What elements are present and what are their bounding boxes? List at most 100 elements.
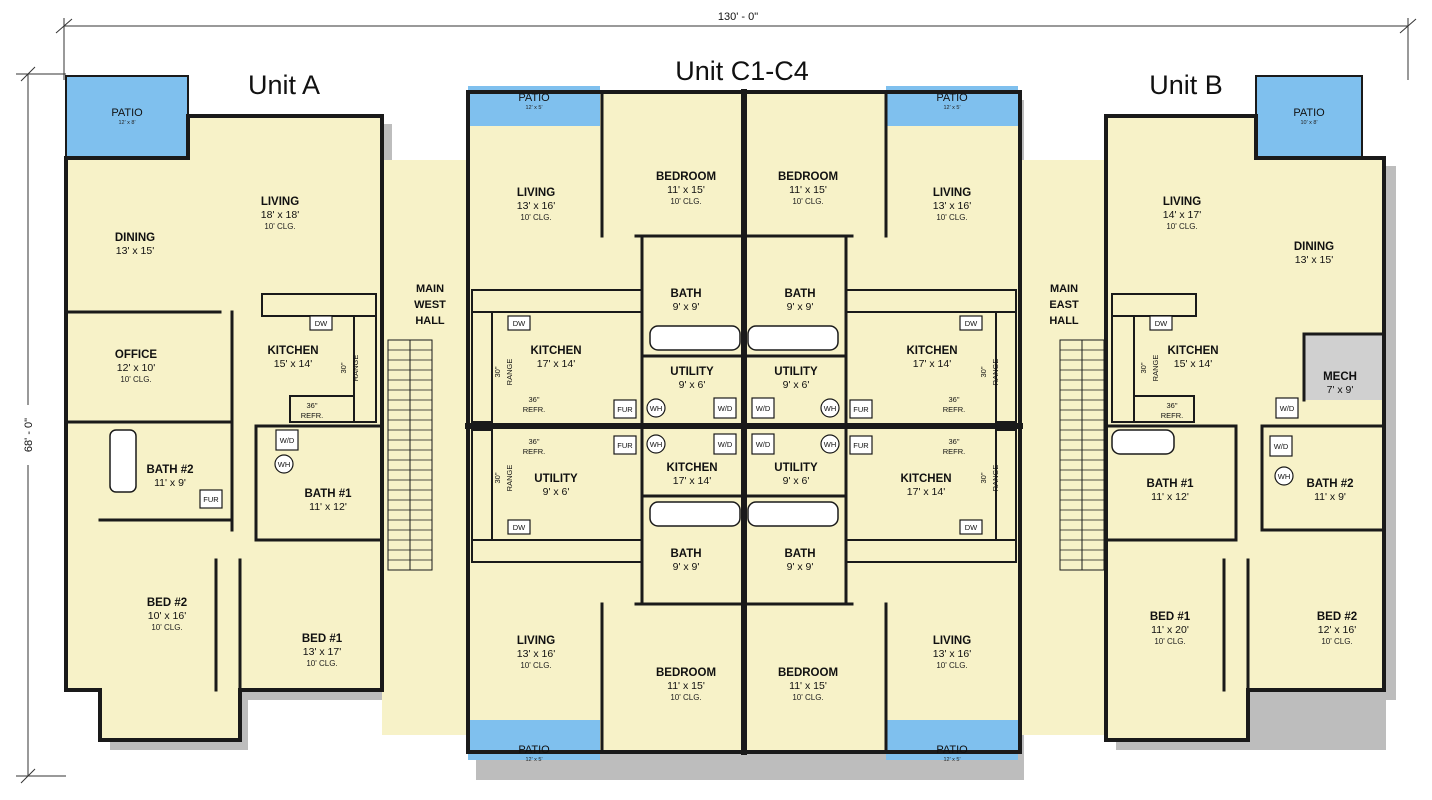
unit-c-title: Unit C1-C4 — [675, 56, 809, 86]
room-name: MECH — [1323, 371, 1357, 383]
furnace-label: FUR — [617, 441, 633, 450]
room-size: 17' x 14' — [913, 358, 951, 370]
room-name: BED #1 — [302, 633, 343, 645]
room-size: 11' x 12' — [309, 501, 347, 513]
dishwasher: DW — [1149, 315, 1173, 331]
room-ceiling: 10' CLG. — [670, 197, 701, 206]
east-hall-line-1: MAIN — [1050, 283, 1078, 295]
refrigerator-label: REFR. — [523, 447, 546, 456]
room-size: 9' x 9' — [673, 301, 700, 313]
room-ceiling: 10' CLG. — [151, 623, 182, 632]
refrigerator-size: 36" — [948, 437, 959, 446]
room-label: BED #113' x 17'10' CLG. — [302, 633, 343, 668]
room-name: LIVING — [517, 187, 555, 199]
water-heater: WH — [1274, 466, 1294, 486]
room-label: BED #212' x 16'10' CLG. — [1317, 611, 1357, 646]
west-hall-line-1: MAIN — [416, 283, 444, 295]
mech-room-fill — [1304, 334, 1384, 400]
room-ceiling: 10' CLG. — [306, 659, 337, 668]
room-size: 18' x 18' — [261, 209, 299, 221]
range-label: RANGE — [505, 465, 514, 492]
water-heater: WH — [646, 434, 666, 454]
room-size: 11' x 15' — [789, 184, 827, 196]
room-ceiling: 10' CLG. — [1154, 637, 1185, 646]
room-size: 13' x 16' — [933, 648, 971, 660]
room-label: BED #111' x 20'10' CLG. — [1150, 611, 1191, 646]
room-size: 13' x 15' — [1295, 254, 1333, 266]
furnace: FUR — [613, 399, 637, 419]
room-ceiling: 10' CLG. — [792, 693, 823, 702]
overall-depth-dimension: 68' - 0" — [23, 418, 35, 452]
range-label: RANGE — [991, 465, 1000, 492]
room-name: LIVING — [1163, 196, 1201, 208]
range-label: RANGE — [505, 359, 514, 386]
washer-dryer: W/D — [751, 433, 775, 455]
refrigerator-label: REFR. — [943, 447, 966, 456]
room-size: 10' x 16' — [148, 610, 186, 622]
room-label: BATH #211' x 9' — [146, 464, 193, 489]
washer-dryer-label: W/D — [756, 404, 771, 413]
room-label: BATH #111' x 12' — [1146, 478, 1194, 503]
room-name: LIVING — [517, 635, 555, 647]
room-name: KITCHEN — [900, 473, 951, 485]
patio-name: PATIO — [518, 92, 550, 104]
west-hall-line-2: WEST — [414, 299, 446, 311]
room-ceiling: 10' CLG. — [520, 661, 551, 670]
refrigerator-size: 36" — [948, 395, 959, 404]
room-ceiling: 10' CLG. — [264, 222, 295, 231]
room-size: 13' x 17' — [303, 646, 341, 658]
room-ceiling: 10' CLG. — [1166, 222, 1197, 231]
room-size: 9' x 6' — [543, 486, 570, 498]
patio-name: PATIO — [936, 744, 968, 756]
room-name: BATH #1 — [1146, 478, 1194, 490]
overall-width-dimension: 130' - 0" — [718, 11, 758, 23]
room-size: 17' x 14' — [537, 358, 575, 370]
room-name: KITCHEN — [666, 462, 717, 474]
room-name: KITCHEN — [530, 345, 581, 357]
room-size: 7' x 9' — [1327, 384, 1354, 396]
washer-dryer-label: W/D — [718, 404, 733, 413]
dishwasher-label: DW — [965, 319, 978, 328]
washer-dryer: W/D — [751, 397, 775, 419]
room-size: 15' x 14' — [1174, 358, 1212, 370]
water-heater: WH — [820, 398, 840, 418]
room-size: 17' x 14' — [907, 486, 945, 498]
room-size: 12' x 16' — [1318, 624, 1356, 636]
dishwasher-label: DW — [965, 523, 978, 532]
refrigerator-label: REFR. — [1161, 411, 1184, 420]
room-size: 11' x 20' — [1151, 624, 1189, 636]
patio-size: 10' x 8' — [1300, 120, 1317, 126]
washer-dryer: W/D — [275, 429, 299, 451]
patio-size: 12' x 5' — [943, 757, 960, 763]
patio-size: 12' x 8' — [118, 120, 135, 126]
room-name: OFFICE — [115, 349, 157, 361]
range-size: 30" — [979, 472, 988, 483]
patio-name: PATIO — [518, 744, 550, 756]
room-size: 9' x 9' — [787, 561, 814, 573]
east-hall-line-3: HALL — [1049, 315, 1079, 327]
water-heater-label: WH — [650, 404, 663, 413]
range-label: RANGE — [991, 359, 1000, 386]
washer-dryer-label: W/D — [280, 436, 295, 445]
furnace-label: FUR — [203, 495, 219, 504]
patio-name: PATIO — [1293, 107, 1325, 119]
room-size: 11' x 15' — [667, 184, 705, 196]
room-size: 11' x 15' — [789, 680, 827, 692]
